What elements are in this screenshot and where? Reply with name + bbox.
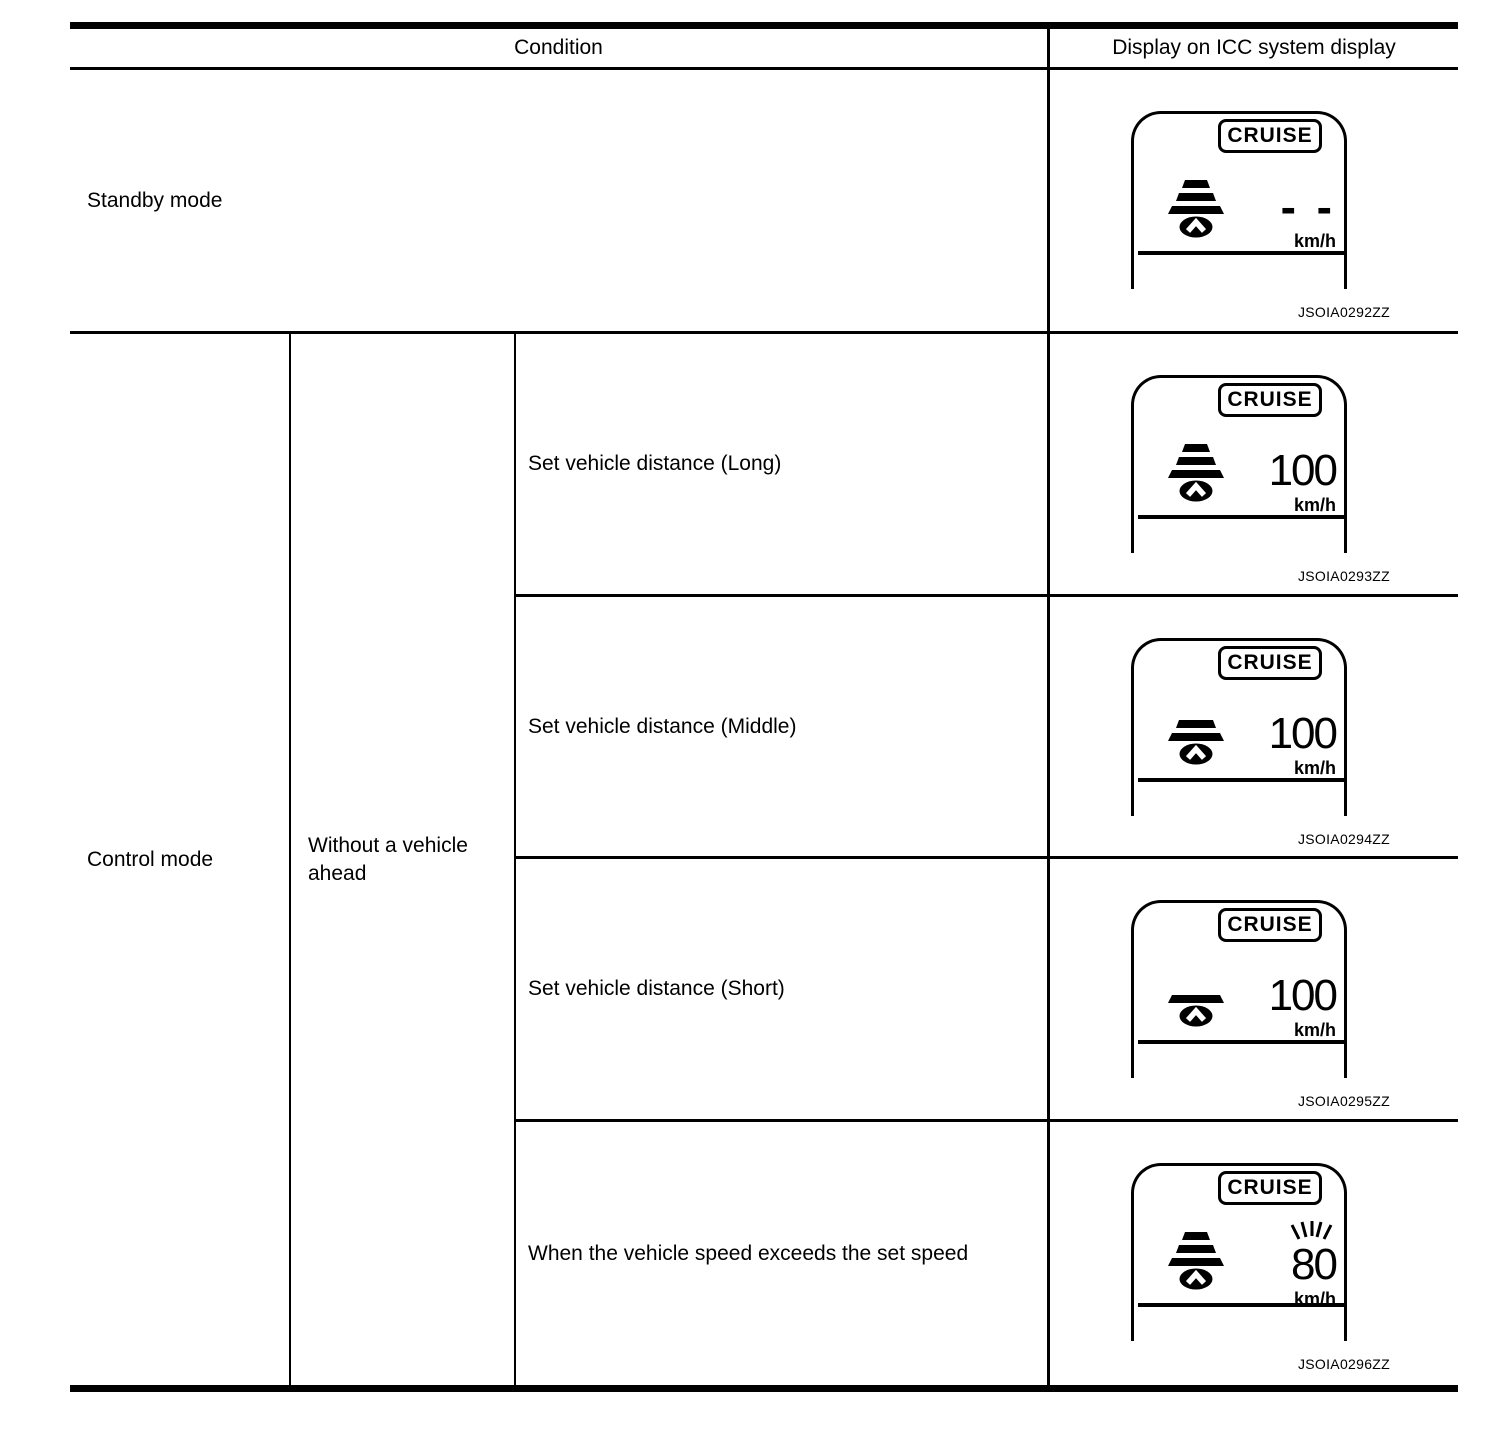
cruise-indicator: CRUISE — [1218, 908, 1322, 942]
cruise-indicator: CRUISE — [1218, 1171, 1322, 1205]
cell-standby-mode: Standby mode — [87, 188, 223, 212]
column-divider-mode-vehicle — [289, 334, 291, 1385]
column-divider-condition-display — [1047, 29, 1050, 1385]
figure-code: JSOIA0295ZZ — [1297, 1093, 1390, 1109]
vehicle-distance-3-bars-icon — [1168, 1232, 1224, 1290]
speed-unit: km/h — [1293, 1020, 1336, 1040]
display-bezel: CRUISE 100 km/h — [1131, 638, 1347, 816]
set-speed-value: 100 — [1268, 709, 1338, 758]
speed-unit: km/h — [1293, 231, 1336, 251]
cell-set-distance-middle: Set vehicle distance (Middle) — [528, 714, 797, 738]
display-divider-line — [1138, 1040, 1344, 1044]
display-bezel: CRUISE 80 km/h — [1131, 1163, 1347, 1341]
vehicle-distance-3-bars-icon — [1168, 180, 1224, 238]
cell-without-vehicle-ahead: Without a vehicle ahead — [308, 834, 468, 885]
subrow-separator-line — [516, 856, 1458, 859]
display-divider-line — [1138, 515, 1344, 519]
cruise-indicator: CRUISE — [1218, 119, 1322, 153]
icc-display-standby: CRUISE - - km/h JSOIA0292ZZ — [1050, 70, 1458, 331]
icc-display-speed-exceeds: CRUISE 80 km/h JSOIA02 — [1050, 1122, 1458, 1385]
vehicle-distance-1-bar-icon — [1168, 995, 1224, 1027]
cell-speed-exceeds-set: When the vehicle speed exceeds the set s… — [528, 1241, 969, 1265]
cell-set-distance-short: Set vehicle distance (Short) — [528, 977, 785, 1001]
set-speed-value: 100 — [1268, 446, 1338, 495]
subrow-separator-line — [516, 1119, 1458, 1122]
cruise-indicator: CRUISE — [1218, 646, 1322, 680]
icc-display-condition-table: Condition Display on ICC system display … — [70, 22, 1458, 1392]
row-separator-line — [70, 331, 1458, 334]
subrow-separator-line — [516, 594, 1458, 597]
header-separator-line — [70, 67, 1458, 70]
speed-unit: km/h — [1293, 758, 1336, 778]
display-bezel: CRUISE 100 km/h — [1131, 375, 1347, 553]
vehicle-distance-3-bars-icon — [1168, 444, 1224, 502]
speed-unit: km/h — [1293, 495, 1336, 515]
column-divider-vehicle-subcondition — [514, 334, 516, 1385]
display-bezel: CRUISE 100 km/h — [1131, 900, 1347, 1078]
figure-code: JSOIA0293ZZ — [1297, 568, 1390, 584]
display-bezel: CRUISE - - km/h — [1131, 111, 1347, 289]
figure-code: JSOIA0292ZZ — [1297, 304, 1390, 320]
display-divider-line — [1138, 251, 1344, 255]
set-speed-value: 80 — [1291, 1240, 1338, 1289]
set-speed-value: 100 — [1268, 971, 1338, 1020]
cell-control-mode: Control mode — [87, 847, 214, 871]
cell-set-distance-long: Set vehicle distance (Long) — [528, 452, 782, 476]
display-divider-line — [1138, 1303, 1344, 1307]
icc-display-distance-middle: CRUISE 100 km/h JSOIA0294ZZ — [1050, 597, 1458, 856]
set-speed-value: - - — [1280, 181, 1336, 233]
display-divider-line — [1138, 778, 1344, 782]
header-display: Display on ICC system display — [1112, 36, 1396, 60]
figure-code: JSOIA0294ZZ — [1297, 831, 1390, 847]
cruise-indicator: CRUISE — [1218, 383, 1322, 417]
table-border-top — [70, 22, 1458, 29]
vehicle-distance-2-bars-icon — [1168, 720, 1224, 765]
icc-display-distance-short: CRUISE 100 km/h JSOIA0295ZZ — [1050, 859, 1458, 1119]
table-border-bottom — [70, 1385, 1458, 1392]
icc-display-distance-long: CRUISE 100 km/h JSOIA0293ZZ — [1050, 334, 1458, 594]
blinking-marks-icon — [1290, 1221, 1333, 1240]
header-condition: Condition — [514, 36, 603, 60]
figure-code: JSOIA0296ZZ — [1297, 1356, 1390, 1372]
